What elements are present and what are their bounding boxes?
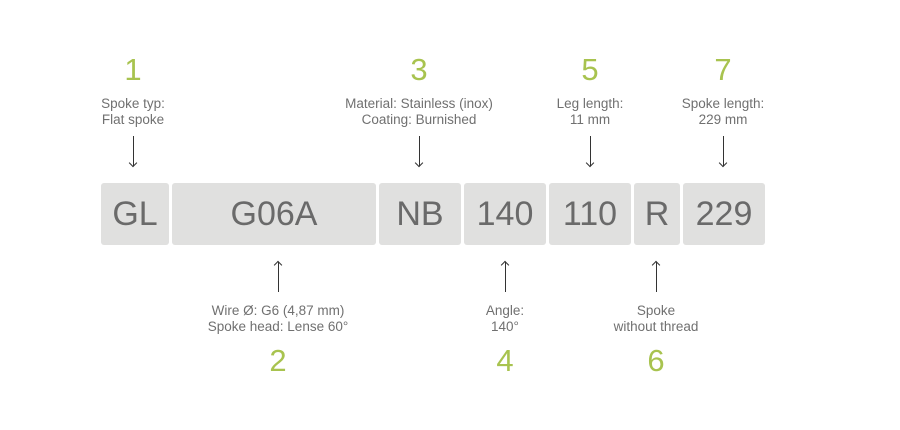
annotation-line: Leg length: [556,96,624,111]
annotation-number-1: 1 [124,52,142,87]
annotation-number-2: 2 [269,343,287,378]
annotation-line: 229 mm [698,112,748,127]
annotation-line: Spoke length: [681,96,765,111]
segment-g06a: G06A [172,183,376,245]
arrow-down-icon [589,136,591,166]
annotation-text-1: Spoke typ:Flat spoke [23,96,243,128]
annotation-line: Angle: [485,303,525,318]
segment-140: 140 [464,183,546,245]
annotation-line: Coating: Burnished [361,112,477,127]
annotation-number-6: 6 [647,343,665,378]
annotation-text-7: Spoke length:229 mm [613,96,833,128]
annotation-number-4: 4 [496,343,514,378]
segment-nb: NB [379,183,461,245]
annotation-line: Wire Ø: G6 (4,87 mm) [211,303,345,318]
arrow-up-icon [277,262,279,292]
arrow-down-icon [418,136,420,166]
annotation-line: Flat spoke [101,112,165,127]
segment-r: R [634,183,680,245]
arrow-down-icon [722,136,724,166]
annotation-line: Spoke head: Lense 60° [207,319,349,334]
arrow-down-icon [132,136,134,166]
arrow-up-icon [504,262,506,292]
segment-229: 229 [683,183,765,245]
annotation-line: 11 mm [569,112,611,127]
annotation-text-5: Leg length:11 mm [480,96,700,128]
segment-110: 110 [549,183,631,245]
arrow-up-icon [655,262,657,292]
annotation-line: Material: Stainless (inox) [345,96,493,111]
annotation-line: without thread [613,319,699,334]
segment-gl: GL [101,183,169,245]
annotation-line: Spoke typ: [101,96,165,111]
annotation-line: Spoke [636,303,676,318]
annotation-number-3: 3 [410,52,428,87]
annotation-number-5: 5 [581,52,599,87]
annotation-text-4: Angle:140° [395,303,615,335]
annotation-text-3: Material: Stainless (inox)Coating: Burni… [309,96,529,128]
annotation-text-2: Wire Ø: G6 (4,87 mm)Spoke head: Lense 60… [168,303,388,335]
annotation-number-7: 7 [714,52,732,87]
annotation-line: 140° [491,319,519,334]
